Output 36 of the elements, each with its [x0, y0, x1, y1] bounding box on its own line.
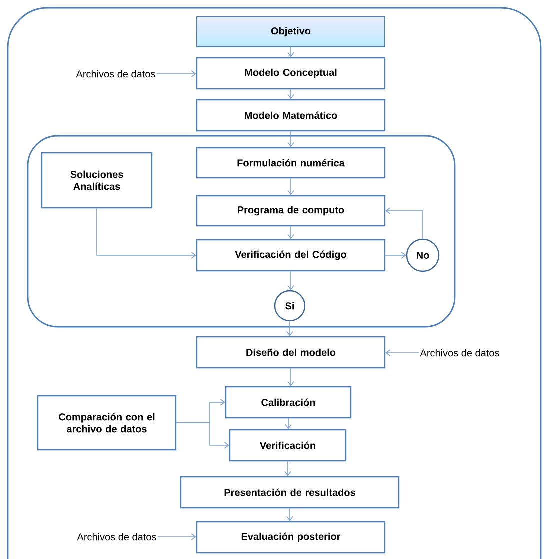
input-label: Archivos de datos — [76, 70, 156, 78]
rounded-frame — [27, 135, 456, 328]
process-box: Soluciones Analíticas — [41, 152, 153, 209]
process-box: Evaluación posterior — [196, 521, 386, 554]
arrow — [96, 208, 196, 259]
process-box: Objetivo — [196, 16, 386, 48]
input-label: Archivos de datos — [77, 533, 156, 541]
arrow — [288, 226, 294, 240]
process-box: Modelo Conceptual — [196, 57, 386, 90]
arrow — [385, 252, 406, 259]
process-box: Presentación de resultados — [180, 476, 400, 509]
arrow — [286, 321, 294, 336]
process-box: Modelo Matemático — [196, 99, 386, 132]
arrow — [386, 208, 424, 240]
process-box: Diseño del modelo — [196, 336, 386, 369]
process-box: Formulación numérica — [196, 147, 386, 179]
process-box: Programa de computo — [196, 195, 386, 227]
arrow — [284, 461, 292, 476]
process-box: Verificación del Código — [196, 239, 386, 272]
arrow — [285, 418, 292, 430]
process-box: Verificación — [229, 429, 347, 462]
arrow — [288, 178, 294, 196]
rounded-frame — [7, 7, 542, 559]
arrow — [288, 271, 294, 290]
arrow — [288, 368, 294, 386]
process-box: Calibración — [225, 386, 352, 419]
arrow — [176, 422, 230, 449]
arrow — [288, 47, 294, 58]
arrow — [288, 131, 294, 148]
arrow — [286, 508, 294, 522]
process-box: Comparación con el archivo de datos — [37, 395, 177, 451]
arrow — [158, 534, 196, 540]
input-label: Archivos de datos — [420, 349, 500, 357]
arrow — [156, 70, 196, 78]
arrow — [386, 350, 420, 356]
arrow — [288, 89, 294, 100]
